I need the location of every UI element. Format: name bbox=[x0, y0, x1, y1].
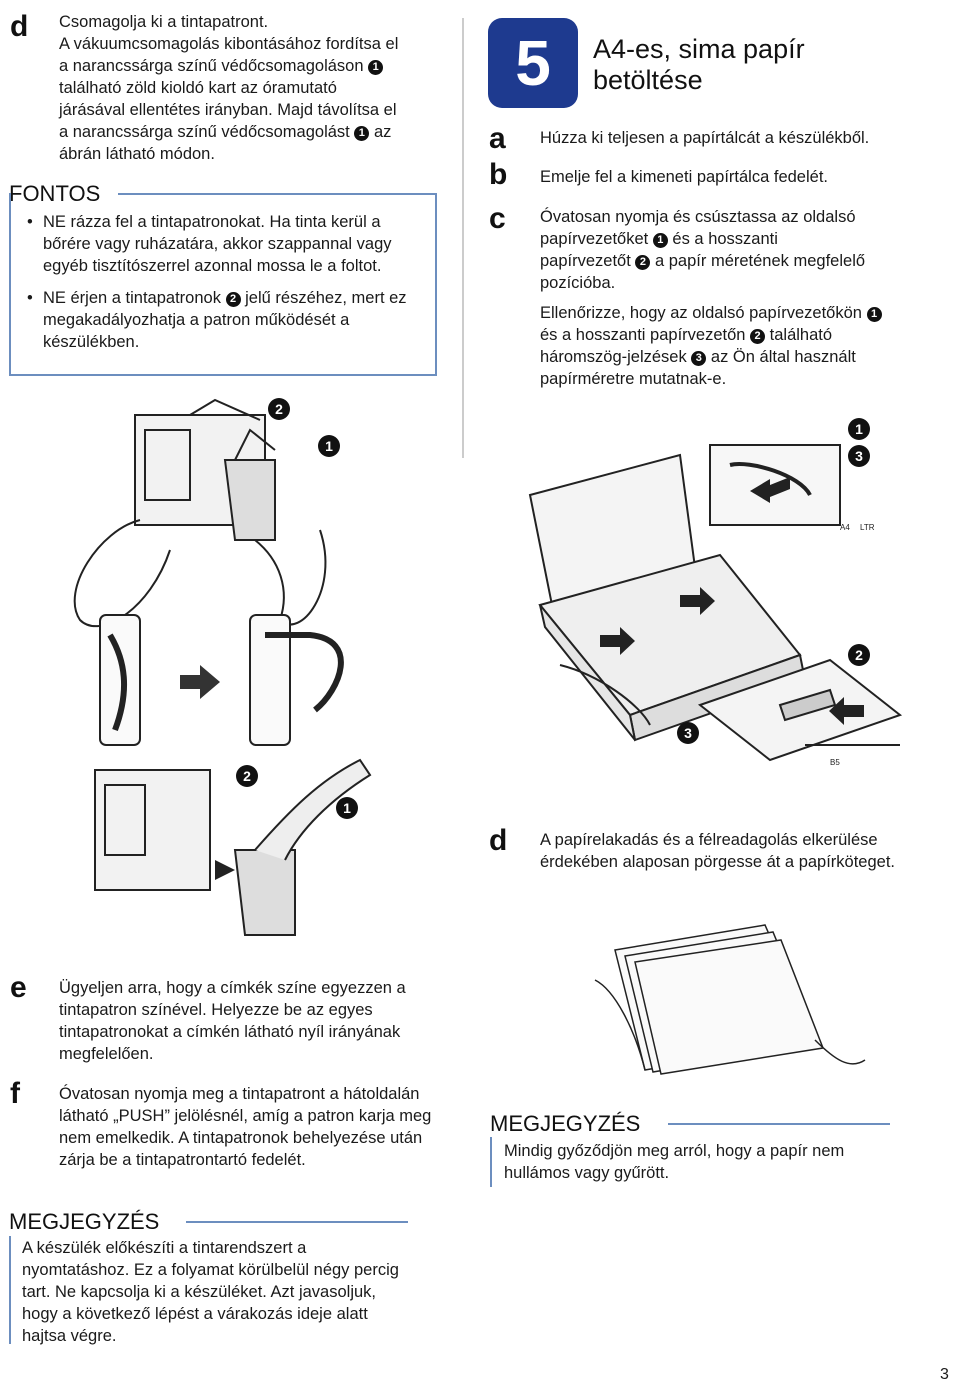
step-c-line-text: háromszög-jelzések bbox=[540, 348, 687, 366]
step-d-line: található zöld kioldó kart az óramutató bbox=[59, 79, 337, 97]
step-c-text-2: Ellenőrizze, hogy az oldalsó papírvezető… bbox=[540, 302, 950, 390]
callout-1-inline: 1 bbox=[866, 307, 882, 322]
callout-1-inline: 1 bbox=[354, 126, 370, 141]
step-c-line-text: a papír méretének megfelelő bbox=[655, 252, 866, 270]
callout-1: 1 bbox=[336, 797, 358, 819]
callout-1-inline: 1 bbox=[368, 60, 384, 75]
right-arrow-icon bbox=[600, 627, 635, 655]
callout-3: 3 bbox=[848, 445, 870, 467]
right-arrow-icon bbox=[680, 587, 715, 615]
step-e-text: Ügyeljen arra, hogy a címkék színe egyez… bbox=[59, 979, 406, 1063]
step-d-line: Csomagolja ki a tintapatront. bbox=[59, 13, 269, 31]
callout-1: 1 bbox=[848, 418, 870, 440]
step-c-line-text: az Ön által használt bbox=[710, 348, 856, 366]
step-c-line-text: papírvezetőket bbox=[540, 230, 649, 248]
push-arrow-icon bbox=[215, 860, 235, 880]
step-c-line: papírvezetőket 1 és a hosszanti bbox=[540, 228, 950, 250]
paper-tray-illustration: A4 LTR B5 1 3 2 3 bbox=[500, 405, 910, 805]
step-letter-d-right: d bbox=[489, 824, 508, 857]
step-c-line: papírméretre mutatnak-e. bbox=[540, 370, 727, 388]
important-left-rule bbox=[9, 193, 11, 374]
step-c-line: papírvezetőt 2 a papír méretének megfele… bbox=[540, 250, 950, 272]
step-letter-c: c bbox=[489, 202, 506, 235]
left-arrow-icon bbox=[750, 477, 790, 503]
callout-2-inline: 2 bbox=[635, 255, 651, 270]
callout-2-inline: 2 bbox=[225, 292, 241, 307]
step-c-line-text: papírvezetőt bbox=[540, 252, 631, 270]
step-c-line: háromszög-jelzések 3 az Ön által használ… bbox=[540, 346, 950, 368]
callout-1-inline: 1 bbox=[652, 233, 668, 248]
cartridge-illustration-svg bbox=[73, 398, 372, 936]
step-d-line: a narancssárga színű védőcsomagoláson 1 bbox=[59, 55, 459, 77]
step-c-line-text: Ellenőrizze, hogy az oldalsó papírvezető… bbox=[540, 304, 862, 322]
size-label-letter: LTR bbox=[860, 523, 875, 532]
note-left-rule-right bbox=[490, 1137, 492, 1187]
page-number: 3 bbox=[940, 1366, 949, 1383]
important-item: NE rázza fel a tintapatronokat. Ha tinta… bbox=[27, 211, 427, 277]
note-title-right: MEGJEGYZÉS bbox=[490, 1111, 641, 1136]
note-text: A készülék előkészíti a tintarendszert a… bbox=[22, 1239, 399, 1345]
important-right-rule bbox=[435, 193, 437, 376]
step-c-line-text: és a hosszanti papírvezetőn bbox=[540, 326, 746, 344]
step-number-badge: 5 bbox=[488, 18, 578, 108]
step-c-line: Óvatosan nyomja és csúsztassa az oldalsó bbox=[540, 208, 856, 226]
important-title: FONTOS bbox=[9, 181, 101, 206]
step-d-line: ábrán látható módon. bbox=[59, 145, 215, 163]
note-top-rule-right bbox=[668, 1123, 890, 1125]
callout-2-inline: 2 bbox=[750, 329, 766, 344]
step-title-line: betöltése bbox=[593, 65, 703, 95]
note-title: MEGJEGYZÉS bbox=[9, 1209, 160, 1234]
step-title: A4-es, sima papír betöltése bbox=[593, 34, 805, 96]
step-d-line-text: a narancssárga színű védőcsomagoláson bbox=[59, 57, 364, 75]
right-arrow-icon bbox=[180, 665, 220, 699]
step-b-text: Emelje fel a kimeneti papírtálca fedelét… bbox=[540, 168, 828, 186]
paper-stack-svg bbox=[594, 924, 866, 1075]
important-item: NE érjen a tintapatronok 2 jelű részéhez… bbox=[27, 287, 427, 353]
important-bottom-rule bbox=[9, 374, 437, 376]
callout-2: 2 bbox=[236, 765, 258, 787]
step-letter-b: b bbox=[489, 158, 508, 191]
note-text-right: Mindig győződjön meg arról, hogy a papír… bbox=[504, 1142, 845, 1182]
step-letter-d: d bbox=[10, 10, 29, 43]
step-title-line: A4-es, sima papír bbox=[593, 34, 805, 64]
left-arrow-icon bbox=[829, 697, 864, 725]
step-d-line: a narancssárga színű védőcsomagolást 1 a… bbox=[59, 121, 459, 143]
size-label-b5: B5 bbox=[830, 758, 840, 767]
step-d-line: A vákuumcsomagolás kibontásához fordítsa… bbox=[59, 35, 399, 53]
step-d-right-text: A papírelakadás és a félreadagolás elker… bbox=[540, 831, 896, 871]
note-left-rule bbox=[9, 1236, 11, 1344]
callout-1: 1 bbox=[318, 435, 340, 457]
step-d-line-text: az bbox=[373, 123, 392, 141]
step-c-text-1: Óvatosan nyomja és csúsztassa az oldalsó… bbox=[540, 206, 950, 294]
step-c-line: Ellenőrizze, hogy az oldalsó papírvezető… bbox=[540, 302, 950, 324]
step-a-text: Húzza ki teljesen a papírtálcát a készül… bbox=[540, 129, 870, 147]
paper-tray-svg: A4 LTR B5 bbox=[528, 444, 903, 767]
cartridge-unpacking-illustration: 2 1 2 1 bbox=[40, 390, 460, 950]
important-list: NE rázza fel a tintapatronokat. Ha tinta… bbox=[27, 211, 427, 363]
step-f-text: Óvatosan nyomja meg a tintapatront a hát… bbox=[59, 1085, 432, 1169]
important-top-rule bbox=[118, 193, 436, 195]
step-d-text: Csomagolja ki a tintapatront. A vákuumcs… bbox=[59, 11, 459, 165]
important-item-text: NE érjen a tintapatronok bbox=[43, 289, 221, 307]
paper-stack-illustration bbox=[575, 920, 875, 1090]
step-letter-e: e bbox=[10, 971, 27, 1004]
callout-3-inline: 3 bbox=[691, 351, 707, 366]
note-top-rule bbox=[186, 1221, 408, 1223]
step-c-line: pozícióba. bbox=[540, 274, 616, 292]
column-divider bbox=[462, 18, 464, 458]
callout-2: 2 bbox=[848, 644, 870, 666]
step-c-line-text: található bbox=[769, 326, 833, 344]
callout-2: 2 bbox=[268, 398, 290, 420]
important-item-text: jelű részéhez, mert ez megakadályozhatja… bbox=[43, 289, 407, 351]
step-c-line-text: és a hosszanti bbox=[672, 230, 778, 248]
size-label-a4: A4 bbox=[840, 523, 850, 532]
step-c-line: és a hosszanti papírvezetőn 2 található bbox=[540, 324, 950, 346]
callout-3: 3 bbox=[677, 722, 699, 744]
step-d-line: járásával ellentétes irányban. Majd távo… bbox=[59, 101, 397, 119]
step-letter-f: f bbox=[10, 1077, 20, 1110]
step-d-line-text: a narancssárga színű védőcsomagolást bbox=[59, 123, 350, 141]
step-letter-a: a bbox=[489, 122, 506, 155]
